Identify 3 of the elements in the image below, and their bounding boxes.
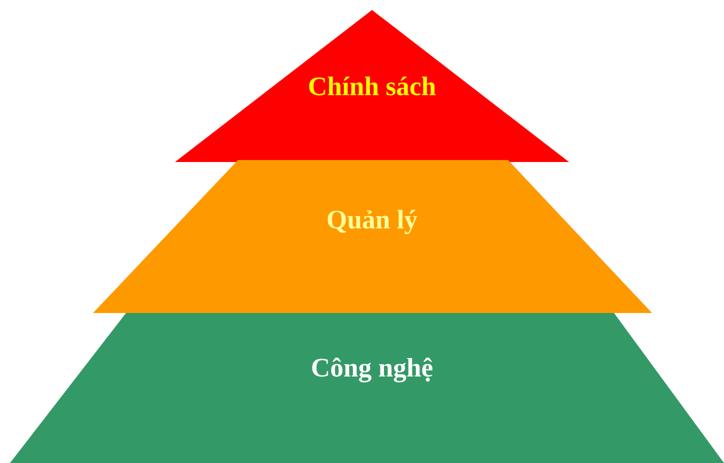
pyramid-middle-layer: Quản lý [93, 160, 652, 313]
pyramid-top-triangle: Chính sách [175, 10, 569, 162]
pyramid-bottom-layer: Công nghệ [10, 313, 724, 463]
